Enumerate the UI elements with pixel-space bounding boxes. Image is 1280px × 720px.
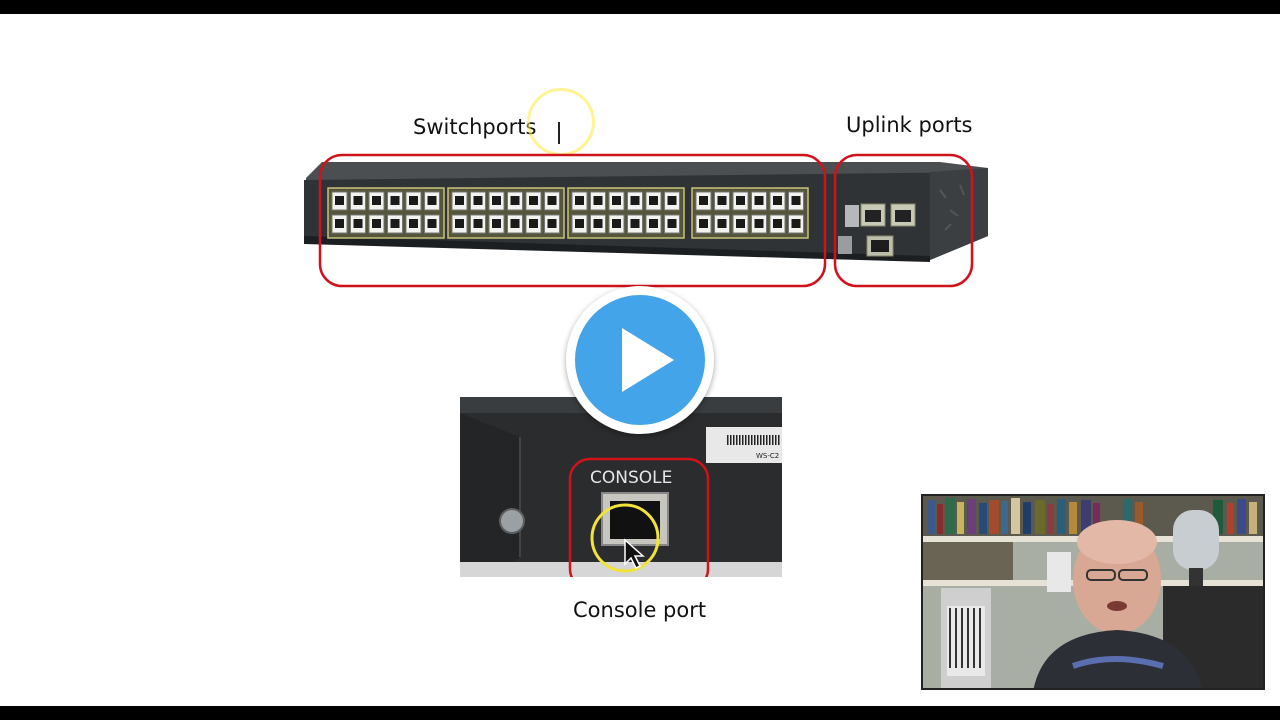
cursor-highlight-ring — [527, 88, 595, 156]
switchport-jack-opening — [630, 196, 640, 205]
switchport-jack-opening — [353, 219, 363, 228]
switchport-jack-opening — [667, 219, 677, 228]
switchport-jack-opening — [427, 196, 437, 205]
switchport-jack-opening — [575, 196, 584, 205]
switchport-jack-opening — [335, 196, 344, 205]
switchport-jack-opening — [612, 196, 621, 205]
switchport-jack-opening — [455, 196, 464, 205]
switchport-jack-opening — [630, 219, 640, 228]
switchport-jack-opening — [699, 196, 708, 205]
switchport-jack-opening — [593, 219, 603, 228]
switchports-callout — [318, 153, 827, 288]
switchport-jack-opening — [473, 219, 483, 228]
switchport-jack-opening — [529, 196, 538, 205]
play-icon — [622, 328, 674, 392]
switchport-jack-opening — [593, 196, 603, 205]
switchport-jack-opening — [754, 219, 764, 228]
switchport-jack-opening — [510, 219, 520, 228]
switchport-jack-opening — [455, 219, 464, 228]
switch-image — [304, 153, 988, 288]
uplink-ports-callout — [833, 153, 974, 288]
switchport-jack-opening — [649, 196, 658, 205]
switchport-jack-opening — [791, 219, 801, 228]
switchport-jack-opening — [409, 196, 418, 205]
cursor-highlight-ring — [590, 503, 660, 573]
switchport-jack-opening — [667, 196, 677, 205]
switchport-groups — [327, 187, 809, 239]
switchports-label: Switchports — [413, 115, 537, 139]
switchport-jack-opening — [473, 196, 483, 205]
uplink-ports-label: Uplink ports — [846, 113, 973, 137]
letterbox-bottom — [0, 706, 1280, 720]
switchport-jack-opening — [547, 219, 557, 228]
console-port-callout — [568, 457, 710, 577]
switchport-jack-opening — [390, 196, 400, 205]
switchport-jack-opening — [575, 219, 584, 228]
switchport-jack-opening — [773, 196, 782, 205]
switchport-jack-opening — [717, 196, 727, 205]
switchport-jack-opening — [390, 219, 400, 228]
console-port-label: Console port — [573, 598, 707, 622]
switchport-jack-opening — [335, 219, 344, 228]
switchport-jack-opening — [372, 196, 381, 205]
switchport-jack-opening — [409, 219, 418, 228]
mouse-pointer-icon — [624, 538, 645, 570]
switchport-jack-opening — [353, 196, 363, 205]
console-sticker-text: WS-C2 — [756, 452, 779, 460]
switchport-jack-opening — [717, 219, 727, 228]
switchport-jack-opening — [529, 219, 538, 228]
switchport-jack-opening — [736, 196, 745, 205]
switchport-jack-opening — [492, 219, 501, 228]
switchport-jack-opening — [427, 219, 437, 228]
switchport-jack-opening — [754, 196, 764, 205]
switchport-jack-opening — [547, 196, 557, 205]
play-button[interactable] — [566, 286, 714, 434]
switchport-jack-opening — [649, 219, 658, 228]
letterbox-top — [0, 0, 1280, 14]
console-image: WS-C2 CONSOLE — [460, 397, 782, 577]
switchport-jack-opening — [736, 219, 745, 228]
switchport-jack-opening — [699, 219, 708, 228]
switchport-jack-opening — [492, 196, 501, 205]
switchport-jack-opening — [791, 196, 801, 205]
switchport-jack-opening — [612, 219, 621, 228]
console-panel-text: CONSOLE — [590, 468, 672, 488]
switchport-jack-opening — [773, 219, 782, 228]
webcam-video — [921, 494, 1265, 690]
switchport-jack-opening — [510, 196, 520, 205]
switchport-jack-opening — [372, 219, 381, 228]
